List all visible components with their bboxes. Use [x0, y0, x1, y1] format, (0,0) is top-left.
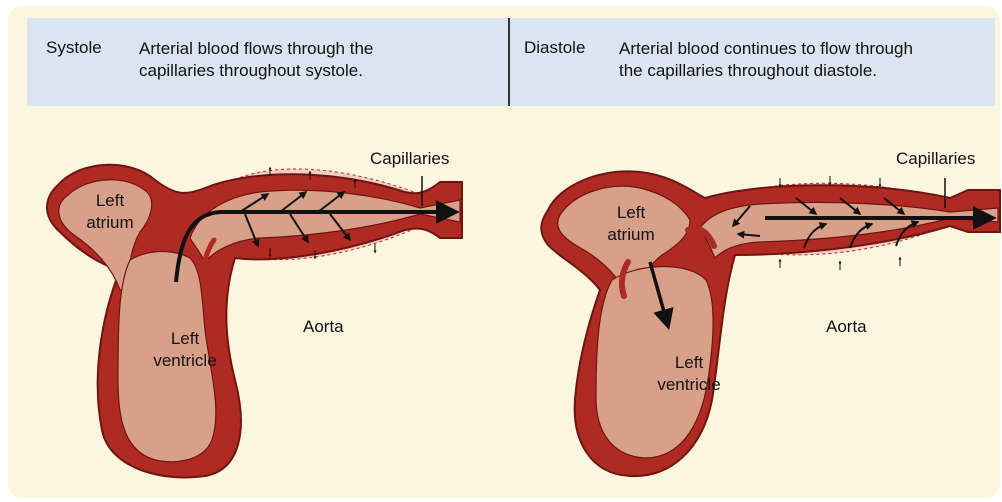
- systole-aorta-label: Aorta: [303, 316, 344, 338]
- diastole-left-ventricle-label-line-1: Left: [644, 352, 734, 374]
- systole-left-ventricle-label: Left ventricle: [140, 328, 230, 372]
- systole-left-ventricle-label-line-2: ventricle: [140, 350, 230, 372]
- diastole-capillaries-label: Capillaries: [896, 148, 975, 170]
- diastole-left-ventricle-label: Left ventricle: [644, 352, 734, 396]
- diastole-aorta-label: Aorta: [826, 316, 867, 338]
- systole-left-ventricle-label-line-1: Left: [140, 328, 230, 350]
- systole-left-atrium-label-line-1: Left: [80, 190, 140, 212]
- systole-left-atrium-label-line-2: atrium: [80, 212, 140, 234]
- systole-left-atrium-label: Left atrium: [80, 190, 140, 234]
- diastole-left-atrium-label: Left atrium: [596, 202, 666, 246]
- diastole-left-atrium-label-line-1: Left: [596, 202, 666, 224]
- systole-capillaries-label: Capillaries: [370, 148, 449, 170]
- diastole-left-atrium-label-line-2: atrium: [596, 224, 666, 246]
- diastole-left-ventricle-label-line-2: ventricle: [644, 374, 734, 396]
